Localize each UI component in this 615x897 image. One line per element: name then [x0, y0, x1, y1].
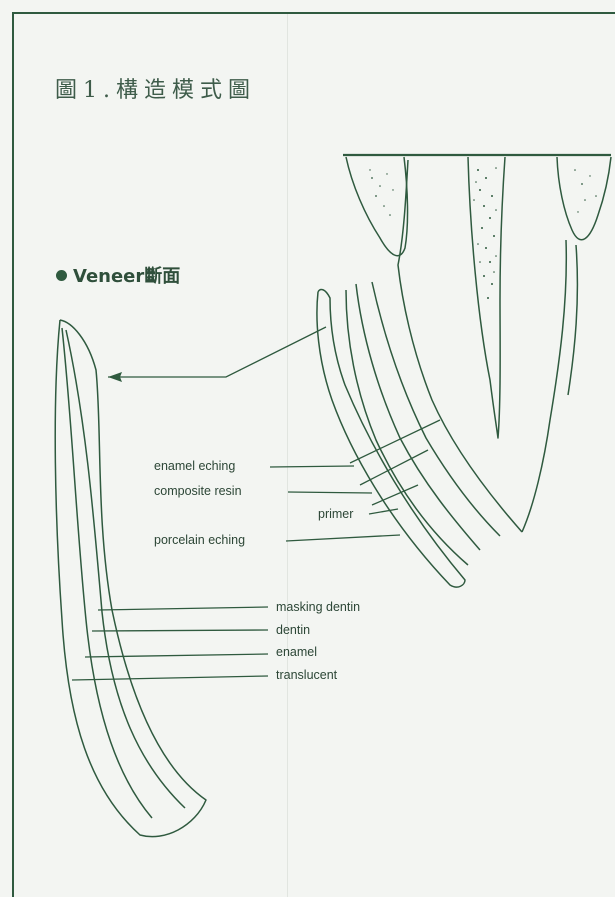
- leader-masking-dentin: [98, 607, 268, 610]
- stipple: [369, 167, 597, 299]
- veneer-cap: [317, 290, 465, 588]
- left-gum: [346, 157, 408, 256]
- leader-enamel-eching: [270, 466, 354, 467]
- leader-translucent: [72, 676, 268, 680]
- tooth-outline-right: [522, 240, 566, 532]
- label-translucent: translucent: [276, 668, 337, 682]
- label-primer: primer: [318, 507, 353, 521]
- connector-arrow: [108, 327, 326, 382]
- root-canal: [468, 157, 505, 438]
- tooth-outline-left: [398, 160, 522, 532]
- label-composite-resin: composite resin: [154, 484, 242, 498]
- label-dentin: dentin: [276, 623, 310, 637]
- leader-primer: [369, 509, 398, 514]
- leader-porcelain-eching: [286, 535, 400, 541]
- tooth-inner-right: [568, 245, 577, 395]
- leader-composite-resin: [288, 492, 372, 493]
- right-gum: [557, 157, 611, 240]
- tooth-illustration: [343, 155, 611, 532]
- leader-enamel: [85, 654, 268, 657]
- label-enamel: enamel: [276, 645, 317, 659]
- leader-dentin: [92, 630, 268, 631]
- label-masking-dentin: masking dentin: [276, 600, 360, 614]
- label-enamel-eching: enamel eching: [154, 459, 235, 473]
- veneer-inner-2: [66, 330, 185, 808]
- label-porcelain-eching: porcelain eching: [154, 533, 245, 547]
- veneer-cross-section: [55, 320, 206, 837]
- veneer-outline: [55, 320, 206, 837]
